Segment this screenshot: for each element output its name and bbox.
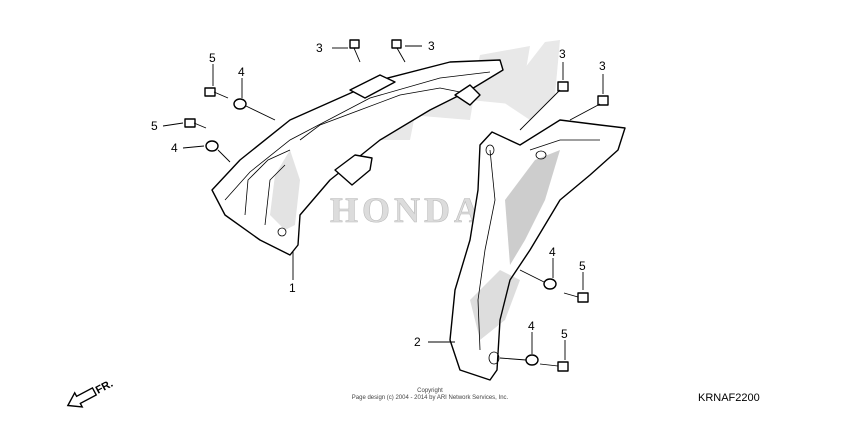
front-direction-marker: FR. — [66, 378, 115, 408]
callout-4b: 4 — [171, 141, 178, 155]
bolt-3b-icon — [391, 39, 406, 63]
fasteners — [184, 39, 609, 372]
part-1-left-shroud — [211, 59, 504, 256]
honda-brand-text: HONDA — [330, 190, 484, 230]
callout-4d: 4 — [528, 319, 535, 333]
callout-3b: 3 — [428, 39, 435, 53]
callout-5b: 5 — [151, 119, 158, 133]
part-2-right-shroud — [449, 119, 626, 381]
callout-labels: 1 2 3 3 3 3 4 4 4 4 5 5 5 5 — [151, 39, 606, 349]
callout-3c: 3 — [559, 47, 566, 61]
callout-3a: 3 — [316, 41, 323, 55]
bolt-5d-icon — [539, 361, 569, 372]
bolt-5c-icon — [563, 292, 589, 303]
copyright-notice: Copyright Page design (c) 2004 - 2014 by… — [300, 388, 560, 402]
callout-4c: 4 — [549, 245, 556, 259]
callout-3d: 3 — [599, 59, 606, 73]
front-label: FR. — [94, 378, 115, 397]
collar-4c-icon — [519, 269, 557, 290]
callout-leaders — [162, 45, 604, 360]
bolt-5a-icon — [204, 87, 229, 99]
copyright-line-2: Page design (c) 2004 - 2014 by ARI Netwo… — [351, 395, 509, 401]
callout-4a: 4 — [238, 65, 245, 79]
collar-4a-icon — [233, 98, 276, 121]
callout-2: 2 — [414, 335, 421, 349]
callout-5c: 5 — [579, 259, 586, 273]
front-arrow-icon — [66, 386, 98, 408]
collar-4b-icon — [205, 140, 231, 163]
bolt-3a-icon — [349, 39, 361, 63]
callout-1: 1 — [289, 281, 296, 295]
copyright-line-1: Copyright — [417, 388, 443, 394]
bolt-5b-icon — [184, 118, 207, 129]
diagram-code: KRNAF2200 — [698, 392, 760, 404]
callout-5a: 5 — [209, 51, 216, 65]
callout-5d: 5 — [561, 327, 568, 341]
bolt-3c-icon — [519, 81, 569, 131]
bolt-3d-icon — [569, 95, 609, 121]
collar-4d-icon — [499, 354, 539, 366]
